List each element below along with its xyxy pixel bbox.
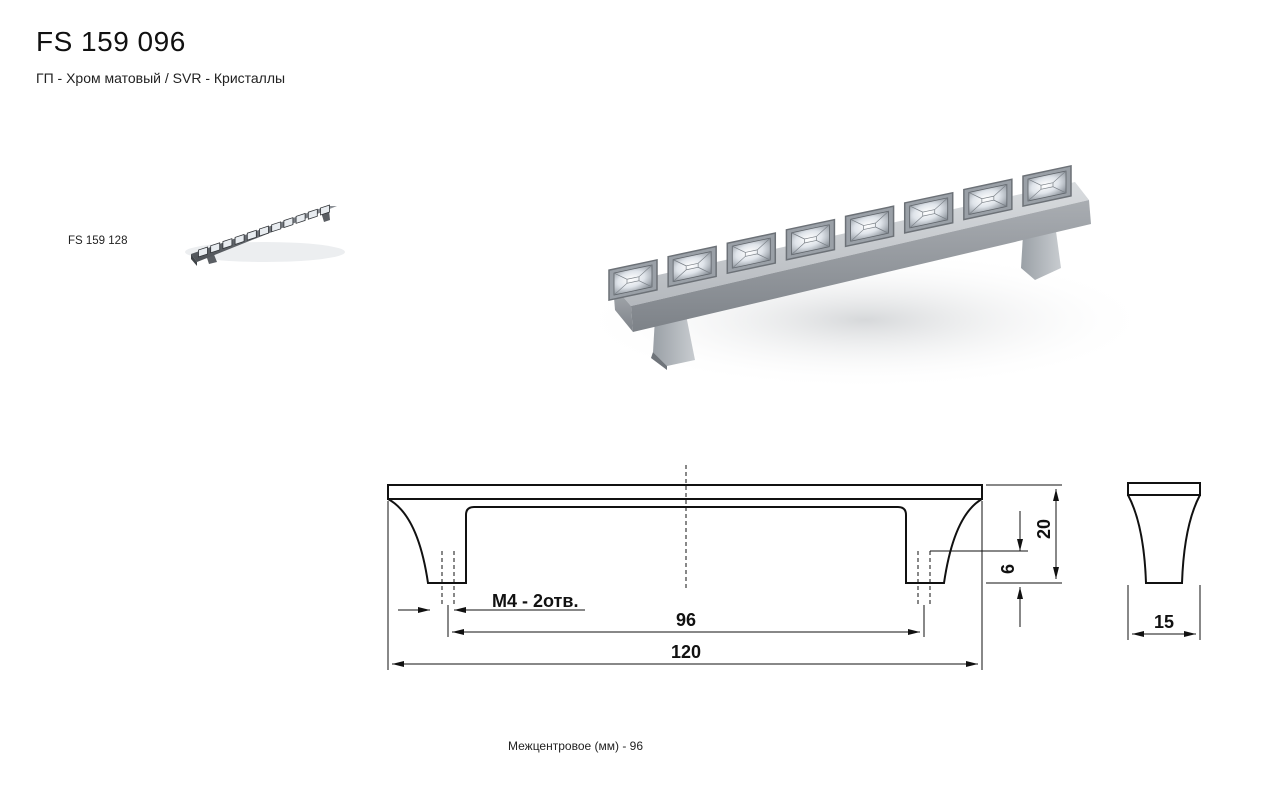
- product-code: FS 159 096: [36, 26, 186, 57]
- thumb-crystal-9: [295, 212, 306, 224]
- thumb-crystal-4: [234, 233, 245, 245]
- crystal-3: [726, 232, 777, 275]
- center-distance-label: Межцентровое (мм) - 96: [508, 739, 644, 753]
- crystal-2: [667, 245, 717, 288]
- variant-label: FS 159 128: [68, 235, 128, 247]
- dim-total-length: 120: [671, 642, 701, 662]
- product-photo: [535, 120, 1175, 420]
- product-finish: ГП - Хром матовый / SVR - Кристаллы: [36, 70, 286, 86]
- crystal-6: [903, 191, 954, 234]
- thumb-crystal-1: [198, 246, 208, 258]
- thumb-crystal-2: [210, 242, 221, 254]
- dim-center-distance: 96: [676, 610, 696, 630]
- thumb-crystal-11: [320, 204, 330, 216]
- thumb-crystal-8: [283, 217, 294, 229]
- dim-width: 15: [1154, 612, 1174, 632]
- dim-thread-depth: 6: [998, 564, 1018, 574]
- thumb-crystal-7: [271, 221, 282, 233]
- crystal-1: [608, 258, 658, 302]
- thread-note: М4 - 2отв.: [492, 591, 578, 611]
- thumb-crystal-10: [307, 208, 318, 220]
- crystal-5: [844, 205, 895, 248]
- thumb-crystal-5: [246, 229, 257, 241]
- crystal-7: [963, 178, 1013, 221]
- technical-drawing: М4 - 2отв. 96 120 20 6 15: [387, 465, 1201, 670]
- thumb-crystal-3: [222, 238, 233, 250]
- thumb-crystal-6: [259, 225, 269, 237]
- crystal-8: [1022, 164, 1072, 208]
- dim-height: 20: [1034, 519, 1054, 539]
- variant-thumbnail[interactable]: [175, 180, 365, 280]
- crystal-4: [785, 218, 836, 261]
